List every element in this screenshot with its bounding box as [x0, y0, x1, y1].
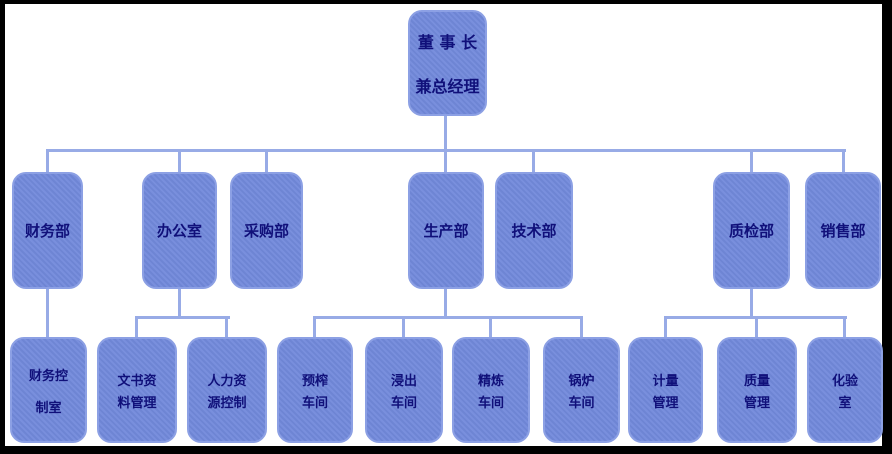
node-label-line: 源控制: [207, 395, 247, 411]
node-label-line: 车间: [568, 395, 595, 411]
node-label-line: 浸出: [390, 373, 417, 389]
node-label: 生产部: [423, 222, 469, 240]
connector-stub-quality: [750, 151, 753, 172]
node-label-line: 董 事 长: [417, 33, 478, 52]
node-label: 技术部: [511, 222, 557, 240]
org-node-metrology-management[interactable]: 计量 管理: [628, 337, 703, 443]
connector-stub-hr-control: [225, 318, 228, 337]
connector-stub-refining-workshop: [489, 318, 492, 337]
connector-quality-vertical: [750, 289, 753, 318]
connector-level2-bus: [46, 149, 846, 152]
org-node-quality-management[interactable]: 质量 管理: [717, 337, 797, 443]
connector-production-vertical: [444, 289, 447, 318]
node-label-line: 兼总经理: [415, 77, 480, 96]
org-node-office[interactable]: 办公室: [142, 172, 217, 289]
node-label-line: 料管理: [117, 395, 157, 411]
org-node-sales-dept[interactable]: 销售部: [805, 172, 881, 289]
connector-stub-boiler-workshop: [580, 318, 583, 337]
node-label-line: 车间: [390, 395, 417, 411]
connector-stub-metrology: [664, 318, 667, 337]
org-node-prepress-workshop[interactable]: 预榨 车间: [277, 337, 353, 443]
node-label-line: 预榨: [301, 373, 328, 389]
org-node-quality-inspection-dept[interactable]: 质检部: [713, 172, 790, 289]
node-label-line: 管理: [743, 395, 770, 411]
connector-office-vertical: [178, 289, 181, 318]
org-node-hr-control[interactable]: 人力资 源控制: [187, 337, 267, 443]
org-node-refining-workshop[interactable]: 精炼 车间: [452, 337, 530, 443]
node-label-line: 化验: [831, 373, 858, 389]
org-node-finance-dept[interactable]: 财务部: [12, 172, 83, 289]
node-label-line: 室: [838, 395, 852, 411]
connector-stub-finance: [46, 151, 49, 172]
connector-stub-sales: [842, 151, 845, 172]
connector-stub-technical: [532, 151, 535, 172]
org-node-chairman-general-manager[interactable]: 董 事 长 兼总经理: [408, 10, 487, 116]
connector-office-bus: [135, 316, 230, 319]
node-label-line: 质量: [743, 373, 770, 389]
node-label-line: 锅炉: [568, 373, 595, 389]
org-node-boiler-workshop[interactable]: 锅炉 车间: [543, 337, 620, 443]
org-node-purchasing-dept[interactable]: 采购部: [230, 172, 303, 289]
node-label-line: 精炼: [477, 373, 504, 389]
node-label-line: 人力资: [207, 373, 247, 389]
connector-stub-prepress-workshop: [313, 318, 316, 337]
org-node-document-management[interactable]: 文书资 料管理: [97, 337, 177, 443]
node-label: 销售部: [820, 222, 866, 240]
node-label-line: 制室: [35, 400, 62, 416]
connector-stub-quality-management: [755, 318, 758, 337]
connector-stub-purchasing: [265, 151, 268, 172]
connector-stub-office: [178, 151, 181, 172]
connector-stub-laboratory: [843, 318, 846, 337]
connector-quality-bus: [664, 316, 847, 319]
node-label: 财务部: [24, 222, 70, 240]
connector-production-bus: [313, 316, 583, 319]
connector-finance-to-control-room: [46, 289, 49, 337]
org-node-finance-control-room[interactable]: 财务控 制室: [10, 337, 87, 443]
org-node-extraction-workshop[interactable]: 浸出 车间: [365, 337, 443, 443]
connector-root-vertical: [444, 116, 447, 150]
node-label-line: 文书资: [117, 373, 157, 389]
node-label-line: 车间: [477, 395, 504, 411]
connector-stub-production: [444, 151, 447, 172]
node-label-line: 管理: [652, 395, 679, 411]
node-label: 质检部: [728, 222, 774, 240]
node-label: 采购部: [243, 222, 289, 240]
node-label-line: 财务控: [28, 368, 68, 384]
connector-stub-extraction-workshop: [402, 318, 405, 337]
connector-stub-document-management: [135, 318, 138, 337]
org-node-laboratory[interactable]: 化验 室: [807, 337, 883, 443]
org-node-technical-dept[interactable]: 技术部: [495, 172, 573, 289]
node-label-line: 车间: [301, 395, 328, 411]
org-node-production-dept[interactable]: 生产部: [408, 172, 484, 289]
node-label: 办公室: [156, 222, 202, 240]
node-label-line: 计量: [652, 373, 679, 389]
